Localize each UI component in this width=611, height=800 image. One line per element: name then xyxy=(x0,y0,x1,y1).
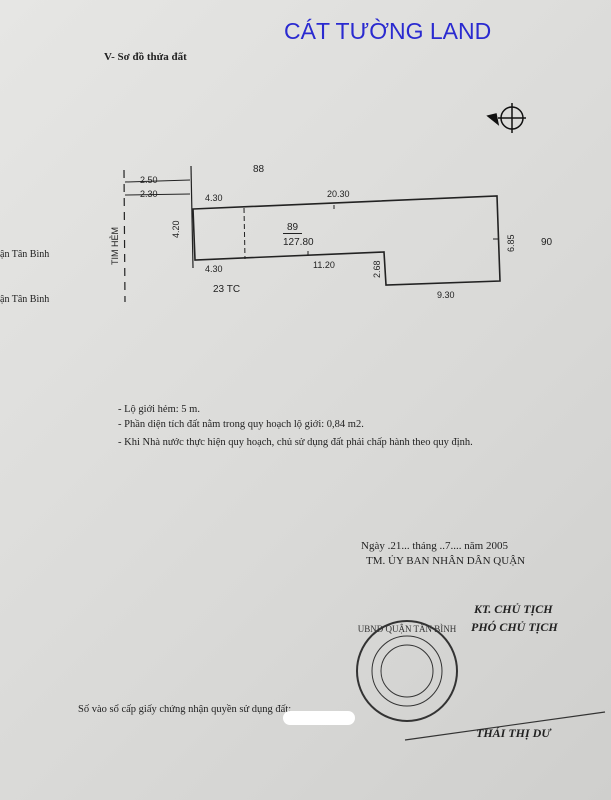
official-stamp: UBND QUẬN TÂN BÌNH xyxy=(356,620,458,722)
dim-step: 2.68 xyxy=(372,260,382,278)
note: - Khi Nhà nước thực hiện quy hoạch, chủ … xyxy=(118,437,473,448)
neighbor-bottom: 23 TC xyxy=(213,284,241,295)
section-title: V- Sơ đồ thửa đất xyxy=(104,51,187,63)
dim-offset-1: 2.50 xyxy=(140,175,158,185)
lot-number: 89 xyxy=(283,222,303,234)
registry-label: Số vào sổ cấp giấy chứng nhận quyền sử d… xyxy=(78,704,292,715)
watermark: CÁT TƯỜNG LAND xyxy=(284,18,492,44)
neighbor-right: 90 xyxy=(541,237,553,248)
dim-top-left: 4.30 xyxy=(205,193,223,203)
compass-icon xyxy=(486,103,526,133)
dim-bottom-left: 4.30 xyxy=(205,264,223,274)
signer-role-1: KT. CHỦ TỊCH xyxy=(474,602,553,616)
lot-area: 127.80 xyxy=(283,237,314,248)
issuing-org: TM. ỦY BAN NHÂN DÂN QUẬN xyxy=(366,555,526,567)
dim-bottom-right: 9.30 xyxy=(437,290,455,300)
redacted-registry-number xyxy=(283,711,355,725)
signature-date: Ngày .21... tháng ..7.... năm 2005 xyxy=(361,540,508,552)
left-edge-text: ận Tân Bình xyxy=(0,294,50,305)
alley-label: TIM HẺM xyxy=(110,227,120,265)
left-edge-text: ận Tân Bình xyxy=(0,249,50,260)
note: - Phần diện tích đất nằm trong quy hoạch… xyxy=(118,419,364,430)
dim-left: 4.20 xyxy=(171,220,181,238)
signer-role-2: PHÓ CHỦ TỊCH xyxy=(471,620,558,634)
stamp-text: UBND QUẬN TÂN BÌNH xyxy=(358,624,457,634)
note: - Lộ giới hẻm: 5 m. xyxy=(118,404,200,415)
signer-name: THÁI THỊ DƯ xyxy=(476,726,551,740)
dim-top: 20.30 xyxy=(327,189,350,199)
dim-bottom-mid: 11.20 xyxy=(313,260,335,270)
dim-offset-2: 2.30 xyxy=(140,189,158,199)
dim-right: 6.85 xyxy=(506,234,516,252)
neighbor-top: 88 xyxy=(253,164,265,175)
